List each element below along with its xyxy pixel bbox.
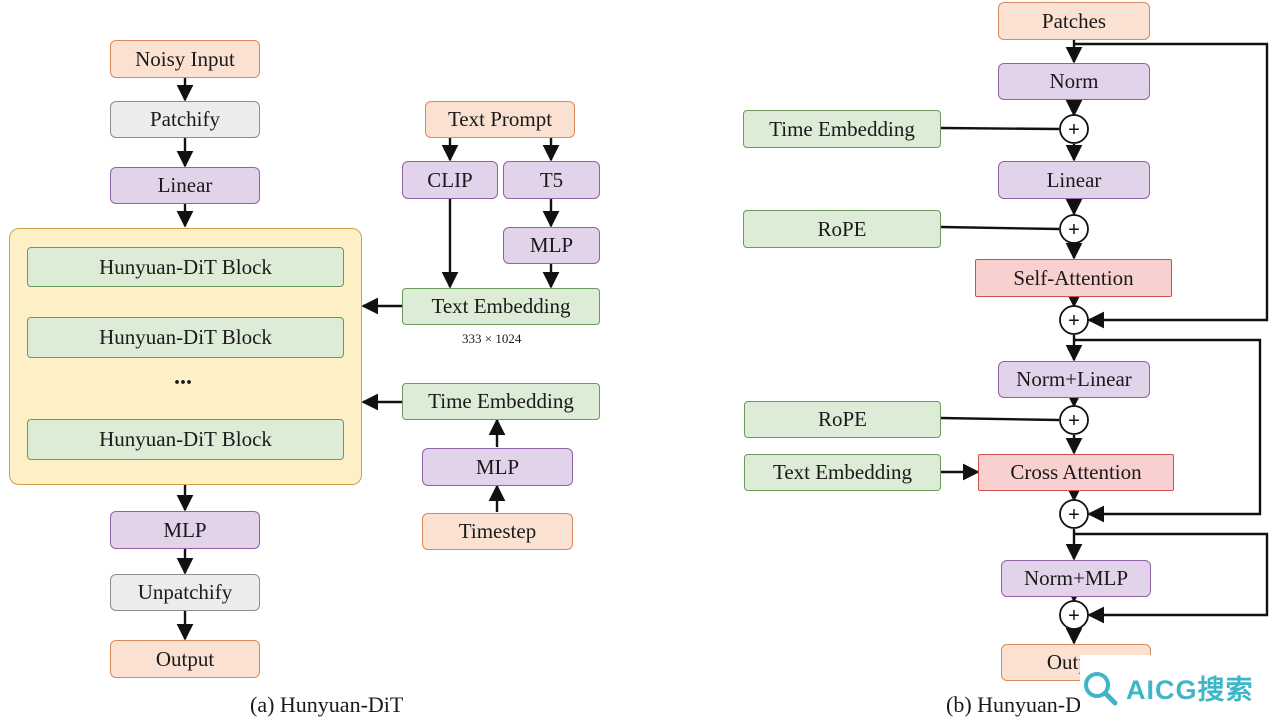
noisy-input-box: Noisy Input xyxy=(110,40,260,78)
cross-attention-box: Cross Attention xyxy=(978,454,1174,491)
plus-sign: + xyxy=(1068,219,1080,241)
text-prompt-box: Text Prompt xyxy=(425,101,575,138)
text-embedding-input: Text Embedding xyxy=(744,454,941,491)
hunyuan-dit-block-2: Hunyuan-DiT Block xyxy=(27,317,344,358)
linear-box: Linear xyxy=(110,167,260,204)
patchify-box: Patchify xyxy=(110,101,260,138)
ellipsis: ... xyxy=(174,364,192,390)
time-mlp-box: MLP xyxy=(422,448,573,486)
t5-mlp-box: MLP xyxy=(503,227,600,264)
watermark-text: AICG搜索 xyxy=(1126,675,1254,705)
plus-sign: + xyxy=(1068,605,1080,627)
output-box: Output xyxy=(110,640,260,678)
t5-box: T5 xyxy=(503,161,600,199)
timestep-box: Timestep xyxy=(422,513,573,550)
watermark: AICG搜索 xyxy=(1080,655,1280,720)
text-embedding-dims: 333 × 1024 xyxy=(462,331,522,346)
plus-nodes xyxy=(1059,114,1089,630)
time-embedding-box: Time Embedding xyxy=(402,383,600,420)
rope-input-1: RoPE xyxy=(743,210,941,248)
norm-box: Norm xyxy=(998,63,1150,100)
mlp-box: MLP xyxy=(110,511,260,549)
norm-mlp-box: Norm+MLP xyxy=(1001,560,1151,597)
plus-sign: + xyxy=(1068,410,1080,432)
search-icon xyxy=(1084,671,1118,705)
clip-box: CLIP xyxy=(402,161,498,199)
linear-box-right: Linear xyxy=(998,161,1150,199)
caption-a: (a) Hunyuan-DiT xyxy=(250,692,404,717)
hunyuan-dit-block-3: Hunyuan-DiT Block xyxy=(27,419,344,460)
hunyuan-dit-block-1: Hunyuan-DiT Block xyxy=(27,247,344,287)
time-embedding-input: Time Embedding xyxy=(743,110,941,148)
text-embedding-box: Text Embedding xyxy=(402,288,600,325)
norm-linear-box: Norm+Linear xyxy=(998,361,1150,398)
plus-sign: + xyxy=(1068,310,1080,332)
rope-input-2: RoPE xyxy=(744,401,941,438)
patches-box: Patches xyxy=(998,2,1150,40)
self-attention-box: Self-Attention xyxy=(975,259,1172,297)
plus-sign: + xyxy=(1068,504,1080,526)
plus-sign: + xyxy=(1068,119,1080,141)
unpatchify-box: Unpatchify xyxy=(110,574,260,611)
